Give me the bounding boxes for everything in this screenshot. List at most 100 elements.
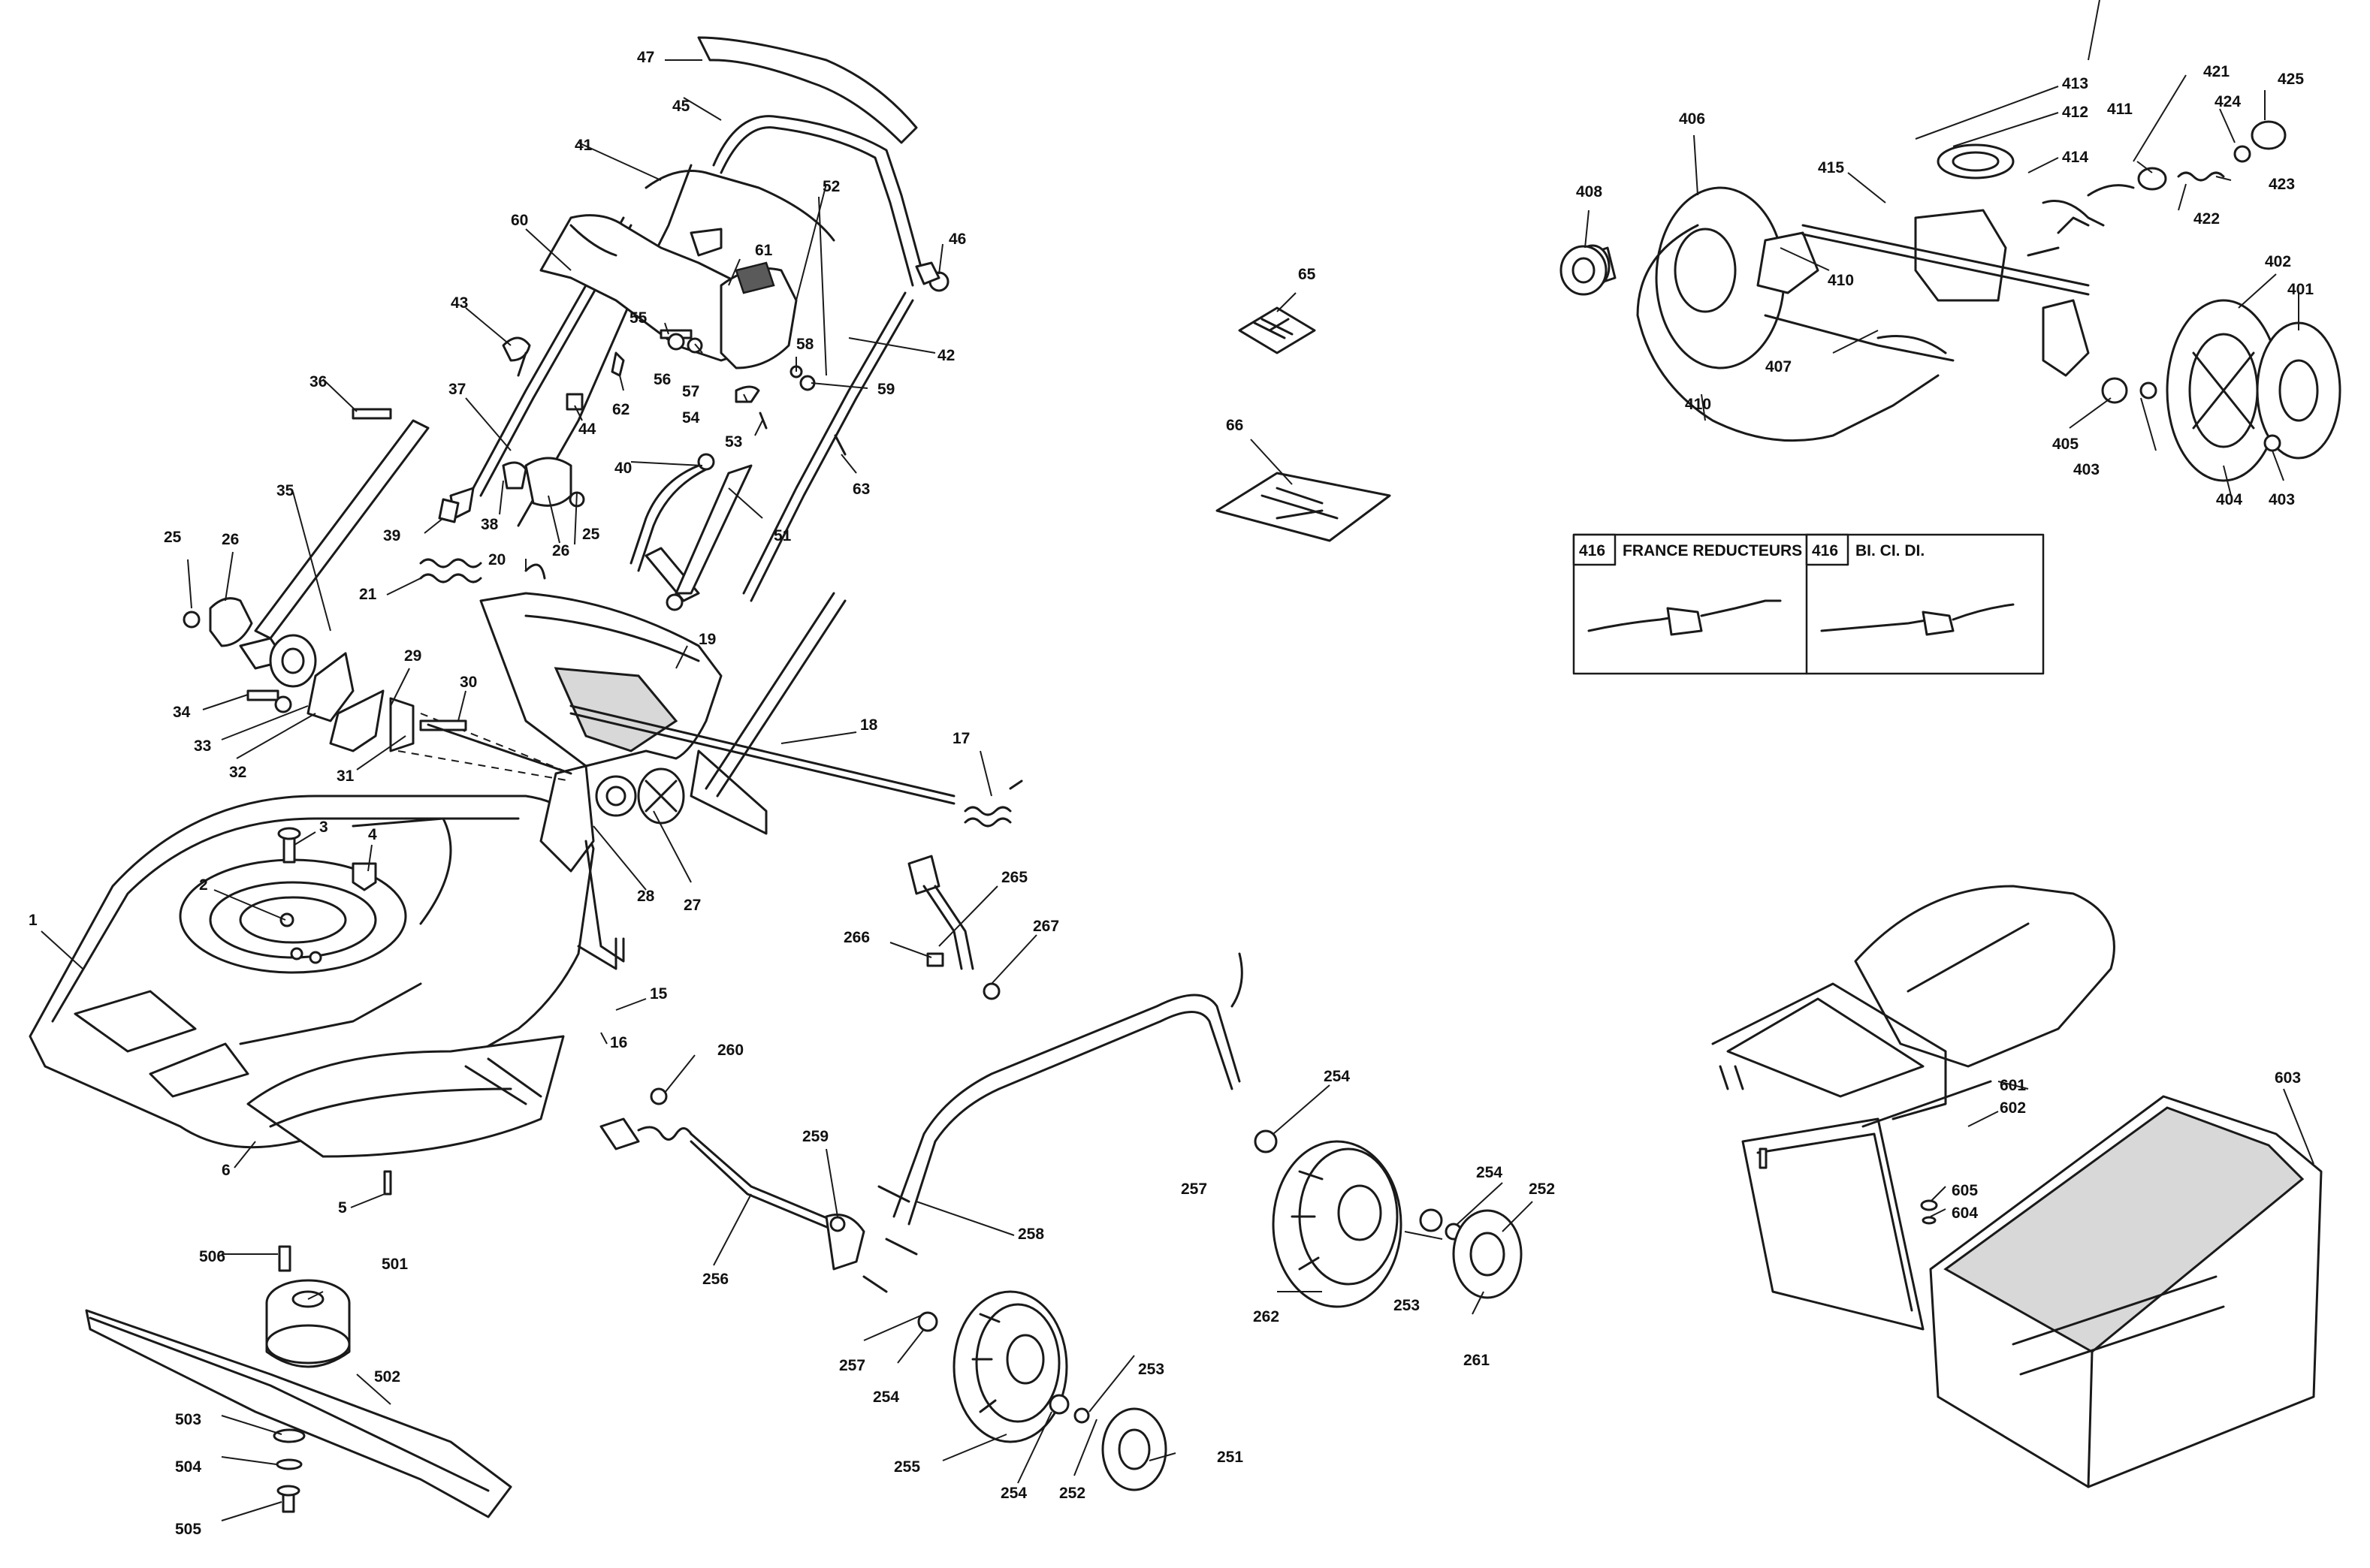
front-height-adjust	[183, 419, 572, 775]
label-6: 6	[222, 1162, 231, 1179]
parts-bags	[1215, 306, 1391, 542]
label-40: 40	[614, 460, 632, 477]
label-26b: 26	[552, 542, 569, 559]
label-254a: 254	[1324, 1068, 1350, 1085]
label-415: 415	[1818, 159, 1844, 176]
rear-drive-bar	[877, 952, 1243, 1256]
label-505: 505	[175, 1521, 201, 1538]
label-261: 261	[1463, 1352, 1490, 1369]
variant-box-labels: 416 FRANCE REDUCTEURS 416 BI. CI. DI.	[1579, 542, 1925, 559]
label-46: 46	[949, 231, 966, 248]
variant-left-code: 416	[1579, 542, 1605, 559]
label-254c: 254	[873, 1389, 899, 1406]
label-41: 41	[575, 137, 593, 154]
label-403b: 403	[2269, 491, 2295, 508]
variant-right-name: BI. CI. DI.	[1855, 542, 1925, 559]
label-252a: 252	[1059, 1485, 1085, 1502]
label-17: 17	[953, 730, 970, 747]
label-601: 601	[2000, 1077, 2026, 1094]
label-20: 20	[488, 551, 506, 568]
drive-cable	[599, 1087, 888, 1293]
transmission-assembly	[1574, 143, 2135, 442]
deck-hardware	[277, 827, 392, 1196]
label-401: 401	[2287, 281, 2314, 298]
label-257b: 257	[839, 1357, 865, 1374]
label-2: 2	[199, 876, 208, 894]
label-265: 265	[1001, 869, 1028, 886]
label-27: 27	[684, 897, 701, 914]
label-18: 18	[860, 716, 878, 734]
label-255: 255	[894, 1458, 920, 1476]
label-411: 411	[2107, 101, 2133, 118]
label-502: 502	[374, 1368, 400, 1386]
label-60: 60	[511, 212, 528, 229]
label-501: 501	[382, 1256, 408, 1273]
label-421: 421	[2203, 63, 2230, 80]
label-30: 30	[460, 674, 477, 691]
drive-lever	[907, 855, 1001, 1000]
gear-408	[1559, 245, 1608, 296]
label-506: 506	[199, 1248, 225, 1265]
label-4: 4	[368, 826, 377, 843]
label-603: 603	[2275, 1069, 2301, 1087]
label-407: 407	[1765, 358, 1792, 375]
rear-hub	[2101, 299, 2341, 482]
label-424: 424	[2215, 93, 2241, 110]
rear-wheel-large	[1254, 1129, 1523, 1308]
label-15: 15	[650, 985, 668, 1003]
label-28: 28	[637, 888, 655, 905]
label-38: 38	[481, 516, 499, 533]
grass-collector	[1711, 885, 2323, 1488]
label-29: 29	[404, 647, 421, 665]
handle-control-box	[539, 214, 798, 369]
label-25a: 25	[164, 529, 182, 546]
label-5: 5	[338, 1199, 347, 1217]
label-253b: 253	[1393, 1297, 1420, 1314]
label-63: 63	[853, 481, 870, 498]
label-503: 503	[175, 1411, 201, 1428]
label-45: 45	[672, 98, 690, 115]
variant-left-name: FRANCE REDUCTEURS	[1623, 542, 1802, 559]
label-47: 47	[637, 49, 654, 66]
label-37: 37	[448, 381, 466, 398]
label-35: 35	[276, 482, 294, 499]
label-252b: 252	[1529, 1181, 1555, 1198]
label-61: 61	[755, 242, 773, 259]
springs	[419, 558, 1023, 828]
label-44: 44	[578, 421, 596, 438]
label-254b: 254	[1476, 1164, 1502, 1181]
label-33: 33	[194, 737, 211, 755]
label-262: 262	[1253, 1308, 1279, 1325]
label-43: 43	[451, 294, 468, 312]
label-413: 413	[2062, 75, 2088, 92]
leader-lines	[41, 0, 2314, 1521]
label-402: 402	[2265, 253, 2291, 270]
label-410a: 410	[1828, 272, 1854, 289]
label-25b: 25	[582, 526, 600, 543]
part-number-labels: 1 2 3 4 5 6 15 16 17 18 19 20 21 25 25 2…	[29, 49, 2314, 1538]
label-3: 3	[319, 819, 328, 836]
label-412: 412	[2062, 104, 2088, 121]
front-wheel	[917, 1290, 1167, 1491]
label-259: 259	[802, 1128, 829, 1145]
label-39: 39	[383, 527, 400, 544]
label-31: 31	[337, 767, 355, 785]
label-251: 251	[1217, 1449, 1243, 1466]
label-32: 32	[229, 764, 246, 781]
label-258: 258	[1018, 1226, 1044, 1243]
label-55: 55	[629, 309, 648, 327]
label-26a: 26	[222, 531, 239, 548]
label-65: 65	[1298, 266, 1316, 283]
blade-assembly	[85, 1245, 512, 1518]
label-602: 602	[2000, 1099, 2026, 1117]
label-36: 36	[309, 373, 327, 390]
label-266: 266	[844, 929, 870, 946]
label-257a: 257	[1181, 1181, 1207, 1198]
label-267: 267	[1033, 918, 1059, 935]
label-404: 404	[2216, 491, 2242, 508]
label-53: 53	[725, 433, 742, 451]
variant-416-box	[1572, 533, 2045, 675]
variant-right-code: 416	[1812, 542, 1838, 559]
label-54: 54	[682, 409, 700, 427]
mower-deck	[29, 795, 617, 1158]
